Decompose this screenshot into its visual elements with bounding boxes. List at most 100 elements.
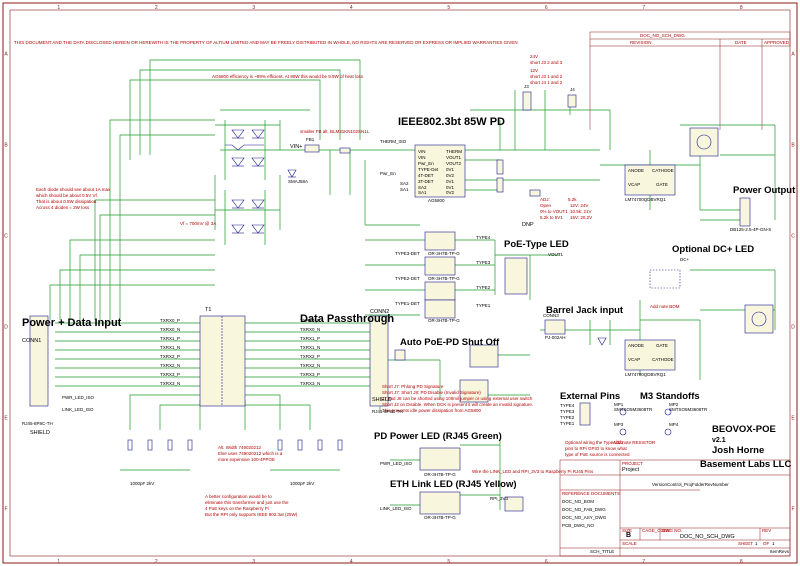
therm-label: THERM_ISO (380, 139, 407, 144)
board-version: v2.1 (712, 437, 726, 444)
txrx-left-7: TXRX3_N (160, 381, 181, 386)
u1-pin-right-5: 0V1 (446, 179, 455, 184)
vout-sel-7: 15V: 20.2V (570, 215, 593, 220)
revision-header-2: DATE (735, 40, 747, 45)
txrx-right-1: TXRX0_N (300, 327, 321, 332)
note-shutoff-4: Short J2 on Disable. When DCK is present… (382, 402, 534, 407)
vout-sel-3: 5.2k to 5V1 (540, 215, 563, 220)
section-power-output: Power Output (733, 185, 796, 196)
shield-right: SHIELD (372, 397, 392, 403)
border-row-D-right: D (791, 325, 795, 331)
txrx-right-5: TXRX2_N (300, 363, 321, 368)
border-col-6-top: 6 (545, 5, 548, 11)
txrx-left-1: TXRX0_N (160, 327, 181, 332)
revision-header-1: REVISION (630, 40, 652, 45)
section-poe-type-led: PoE-Type LED (504, 239, 569, 250)
standoff-mp4: MP4 (669, 422, 679, 427)
vout-sel-0: ADJ: (540, 197, 550, 202)
border-row-F-right: F (791, 507, 794, 513)
border-col-3-top: 3 (252, 5, 255, 11)
txrx-left-4: TXRX2_P (160, 354, 181, 359)
item-revs: ItemRevs (770, 549, 790, 554)
txrx-left-6: TXRX3_P (160, 372, 181, 377)
note-types-3: type of PoE source is connected (565, 452, 630, 457)
note-better-1: A better configuration would be to (205, 494, 272, 499)
standoff-mp1: MP1 (614, 402, 624, 407)
standoff-part-1: SMTSO5M3608TR (614, 407, 653, 412)
note-alt-width: Alt. Width 749020212 (218, 445, 262, 450)
rj45-output-connector (369, 315, 389, 407)
border-row-F-left: F (4, 507, 7, 513)
size-value: B (626, 532, 632, 539)
opto-4: OR-3H7B-TP-G (424, 472, 456, 477)
doc-ref-1: DOC_NO_FAB_DWG (562, 507, 606, 512)
u1-pin-left-1: VIN (418, 155, 426, 160)
section-optional-dc: Optional DC+ LED (672, 244, 755, 255)
conn2-label: CONN2 (370, 309, 390, 315)
note-shutoff-1: Short J7: Phlong PD Signature (382, 384, 444, 389)
section-ieee: IEEE802.3bt 85W PD (398, 116, 505, 128)
vout1-label: VOUT1 (548, 252, 564, 257)
components (29, 91, 774, 515)
opto-5: OR-3H7B-TP-G (424, 515, 456, 520)
pwr-led-bottom: PWR_LED_ISO (380, 461, 413, 466)
cap-bottom-right: 1000pF 2kV (290, 481, 315, 486)
section-m3-standoffs: M3 Standoffs (640, 391, 700, 402)
txrx-right-0: TXRX0_P (300, 318, 321, 323)
gate-1: GATE (656, 182, 668, 187)
border-col-3-bottom: 3 (252, 559, 255, 565)
fb1-label: FB1 (306, 137, 315, 142)
size-label: SIZE (622, 528, 633, 533)
note-ferrite: smaller FB alt. BLM31KN102SN1L (300, 129, 370, 134)
txrx-left-2: TXRX1_P (160, 336, 181, 341)
revision-doc: DOC_NO_SCH_DWG (640, 33, 685, 38)
ext-pin-1: TYPE3 (560, 409, 575, 414)
note-types-1: Optional wiring the Type4/3/2 (565, 440, 624, 445)
border-row-C-right: C (791, 234, 795, 240)
vin-label: VIN+ (290, 144, 303, 150)
u1-pin-left-7: SA1 (418, 190, 427, 195)
dwg-no: DOC_NO_SCH_DWG (680, 534, 735, 540)
border-row-C-left: C (4, 234, 8, 240)
section-pd-led: PD Power LED (RJ45 Green) (374, 431, 502, 442)
u1-pin-right-3: 0V1 (446, 167, 455, 172)
j4-label: J4 (570, 87, 575, 92)
bottom-caps (127, 439, 343, 451)
board-author: Josh Horne (712, 445, 765, 456)
ref-docs-label: REFERENCE DOCUMENTS (562, 491, 621, 496)
link-led-bottom: LINK_LED_ISO (380, 506, 412, 511)
border-col-5-bottom: 5 (447, 559, 450, 565)
note-vf: Vf = 700mV @ 3A (180, 221, 217, 226)
txrx-left-5: TXRX2_N (160, 363, 181, 368)
link-led-label: LINK_LED_ISO (62, 407, 94, 412)
note-diode-4: Across 4 diodes = 2W loss (36, 205, 90, 210)
note-diode-2: which should be about 0.5V Vf. (36, 193, 99, 198)
vout-sel-5: 12V: 24V (570, 203, 589, 208)
border-col-6-bottom: 6 (545, 559, 548, 565)
note-jumper-5: short J4 1 and 2 (530, 80, 563, 85)
rj45-right: RJ45-8P8C-TH (372, 409, 403, 414)
u1-pin-right-7: 0V2 (446, 190, 455, 195)
reg-ic-2: LM74700QDBVRQ1 (625, 372, 666, 377)
note-alt-more: more expensive 100-4PPOE (218, 457, 276, 462)
diode-bridge-2 (231, 199, 265, 234)
j3-label: J3 (524, 84, 529, 89)
anode-2: ANODE (628, 343, 645, 348)
txrx-right-3: TXRX1_N (300, 345, 321, 350)
sheet-value: 1 (755, 541, 758, 546)
u1-pin-right-1: VOUT1 (446, 155, 462, 160)
rj45-left: RJ45-8P8C-TH (22, 421, 53, 426)
of-label: OF (763, 541, 770, 546)
doc-ref-3: PCB_DWG_NO (562, 523, 595, 528)
border-row-B-left: B (4, 143, 8, 149)
u1-pin-left-0: VIN (418, 149, 426, 154)
section-data-passthrough: Data Passthrough (300, 313, 395, 325)
border-col-5-top: 5 (447, 5, 450, 11)
type-det-2: TYPE1-DET (395, 301, 420, 306)
opto-1: OR-3H7B-TP-G (428, 251, 460, 256)
revision-header-3: APPROVED (764, 40, 790, 45)
note-shutoff-5: This prevents idle power dissipation fro… (382, 408, 482, 413)
section-barrel-jack: Barrel Jack input (546, 305, 624, 316)
